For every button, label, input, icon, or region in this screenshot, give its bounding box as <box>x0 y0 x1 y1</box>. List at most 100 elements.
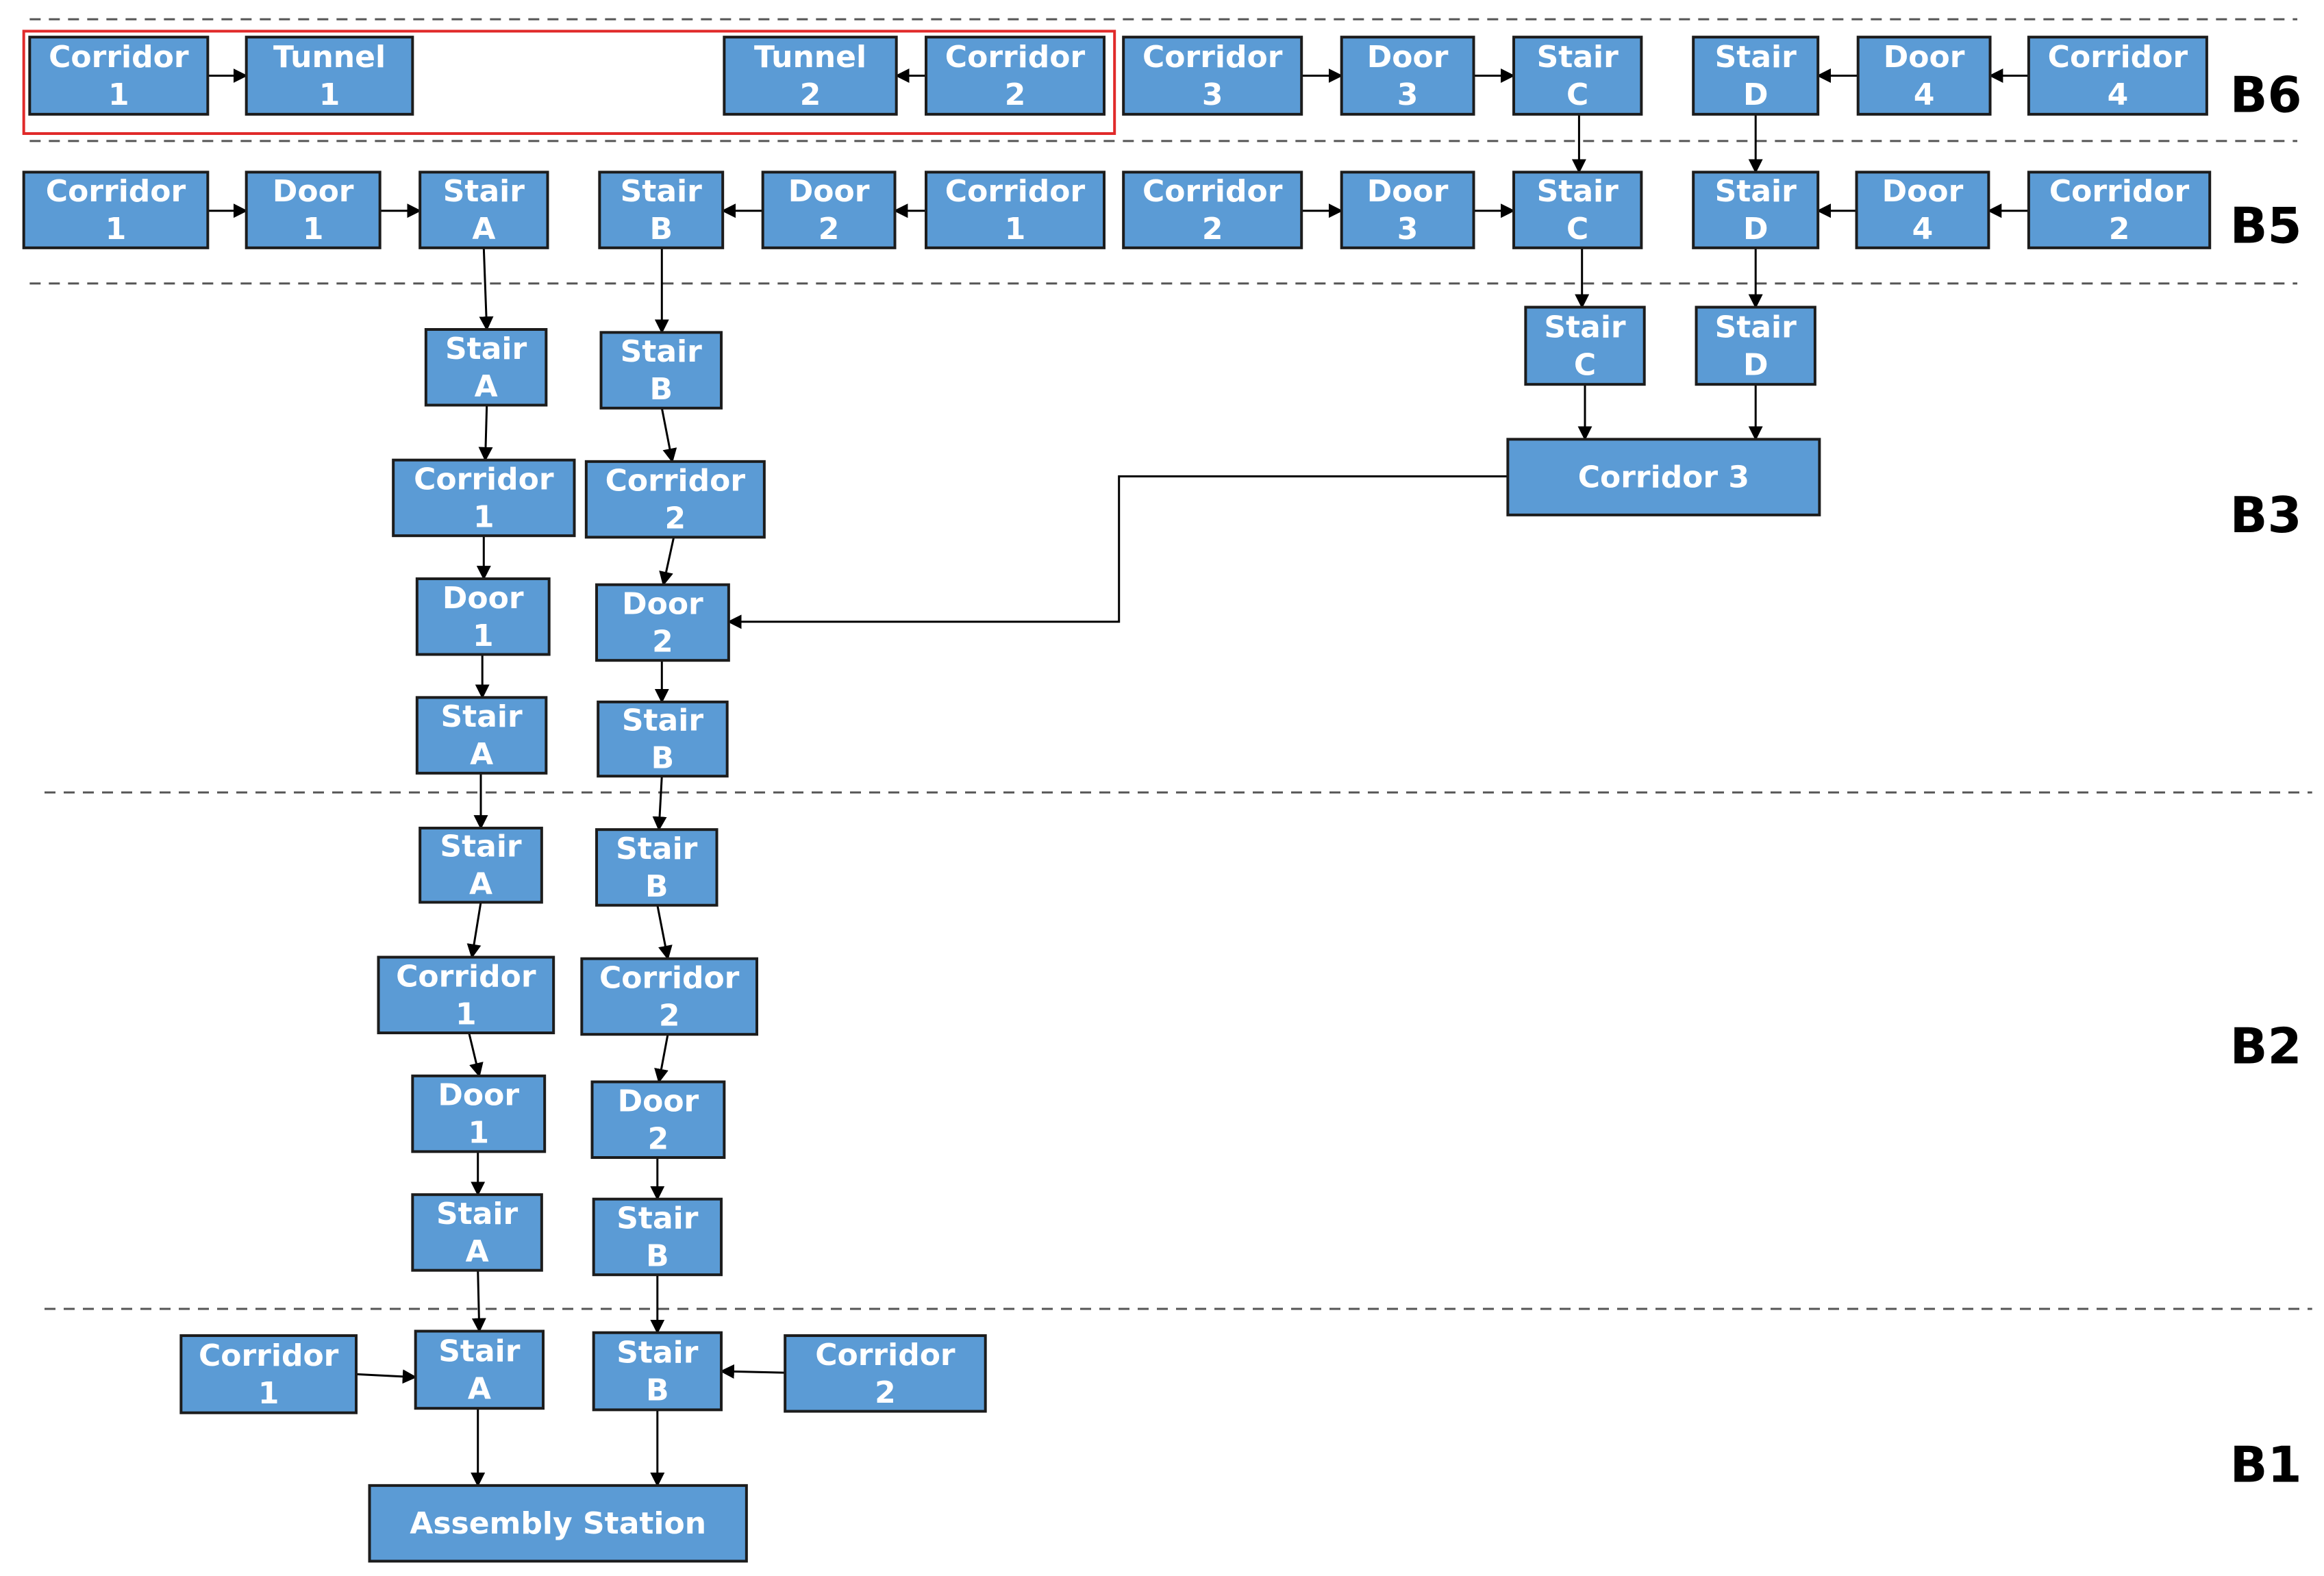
floor-dividers <box>29 18 2312 1310</box>
node-box <box>592 1331 723 1412</box>
node-box <box>22 171 210 249</box>
node-label: Corridor <box>49 40 189 75</box>
node-label: Stair <box>616 1336 698 1371</box>
arrow-b3_sb1-to-b3_c2 <box>660 408 677 463</box>
highlight-box <box>22 29 1116 136</box>
node-label: B <box>649 372 673 407</box>
node-label: 2 <box>2109 212 2130 247</box>
arrow-b3_sb2-to-b2_sb1 <box>652 776 667 831</box>
node-label: Corridor <box>815 1338 955 1373</box>
node-label: Corridor <box>1142 40 1283 75</box>
arrow-b3_c2-to-b3_d2 <box>659 536 675 586</box>
node-label: A <box>472 212 495 247</box>
node-box <box>1512 36 1643 116</box>
arrow-b2_sb1-to-b2_c2 <box>656 905 673 960</box>
node-label: 1 <box>105 212 127 247</box>
node-label: Tunnel <box>754 40 866 75</box>
arrow-b2_c2-to-b2_d2 <box>654 1034 669 1084</box>
node-box <box>368 1484 748 1563</box>
node-label: Corridor <box>414 462 554 497</box>
node-label: Assembly Station <box>410 1506 706 1541</box>
node-label: 1 <box>319 77 340 112</box>
node-label: 1 <box>1005 212 1026 247</box>
node-label: 2 <box>652 624 673 659</box>
node-box <box>925 171 1106 249</box>
node-label: A <box>468 1371 491 1406</box>
node-box <box>392 458 576 538</box>
node-label: Stair <box>440 699 522 734</box>
node-label: Stair <box>1537 40 1619 75</box>
node-label: 1 <box>473 618 494 653</box>
node-label: 2 <box>659 998 680 1033</box>
node-box <box>599 331 723 410</box>
node-box <box>598 171 725 249</box>
node-box <box>1692 36 1820 116</box>
node-label: Tunnel <box>273 40 386 75</box>
node-label: Stair <box>1715 174 1797 209</box>
arrow-b2_c1-to-b2_d1 <box>468 1032 484 1077</box>
node-label: Corridor <box>945 40 1086 75</box>
node-box <box>245 36 414 116</box>
node-label: Door <box>1367 40 1449 75</box>
node-box <box>1692 171 1820 249</box>
node-box <box>418 171 549 249</box>
node-box <box>1855 171 1990 249</box>
node-label: 1 <box>473 499 495 534</box>
arrow-b1_c2-to-b1_sb <box>719 1364 786 1379</box>
node-label: Stair <box>1715 40 1797 75</box>
node-box <box>2027 171 2212 249</box>
node-label: 4 <box>1914 77 1935 112</box>
node-label: Door <box>788 174 870 209</box>
node-label: 2 <box>648 1121 669 1156</box>
node-label: 2 <box>1005 77 1026 112</box>
node-label: 4 <box>1912 212 1934 247</box>
node-label: 1 <box>108 77 129 112</box>
node-label: Door <box>442 581 524 616</box>
node-label: Corridor <box>1142 174 1283 209</box>
node-label: 2 <box>800 77 821 112</box>
node-box <box>580 957 759 1036</box>
node-label: Door <box>1882 174 1964 209</box>
node-box <box>415 696 548 775</box>
node-label: C <box>1566 77 1588 112</box>
node-label: Stair <box>445 332 527 366</box>
node-box <box>415 577 551 656</box>
floor-label-b1: B1 <box>2230 1436 2302 1494</box>
node-label: Door <box>618 1084 699 1118</box>
node-label: C <box>1566 212 1588 247</box>
node-label: Stair <box>1544 310 1625 345</box>
node-box <box>245 171 382 249</box>
node-label: Stair <box>1715 310 1797 345</box>
node-label: Stair <box>443 174 525 209</box>
node-box <box>1695 305 1816 386</box>
node-label: B <box>649 212 673 247</box>
node-label: A <box>469 867 492 902</box>
node-label: Stair <box>616 831 697 866</box>
node-box <box>411 1193 543 1272</box>
node-box <box>414 1329 545 1410</box>
node-label: B <box>646 1373 669 1408</box>
node-label: 1 <box>468 1116 489 1151</box>
node-label: 3 <box>1202 77 1223 112</box>
node-corridor-3: Corridor 3 <box>1506 438 1821 516</box>
node-box <box>925 36 1106 116</box>
